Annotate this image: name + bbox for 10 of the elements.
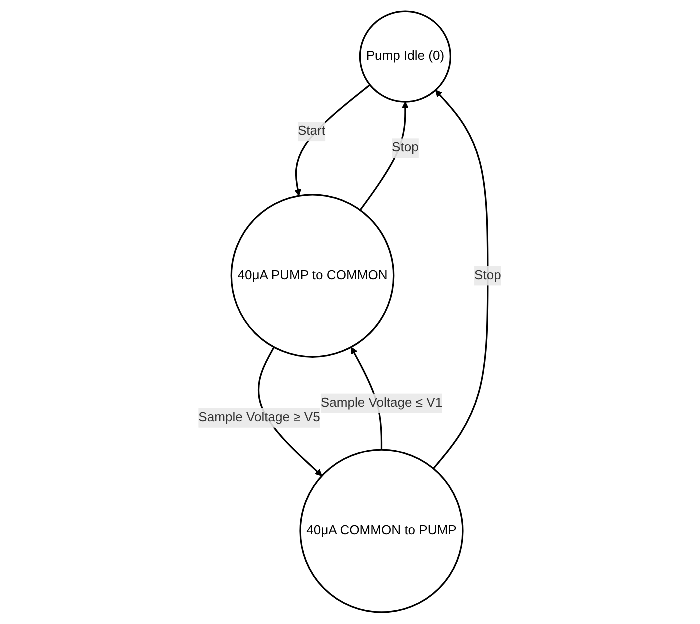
node-circle: Pump Idle (0) (359, 10, 452, 103)
edge-label: Stop (474, 268, 502, 283)
edge-label: Stop (392, 141, 419, 155)
edge-label: Sample Voltage ≤ V1 (320, 396, 443, 410)
edge-label: Start (298, 124, 326, 138)
node-circle: 40μA COMMON to PUMP (300, 449, 464, 614)
arrow (294, 84, 371, 196)
edge-label: Sample Voltage ≥ V5 (198, 410, 320, 425)
arrow (433, 90, 489, 470)
node-circle: 40μA PUMP to COMMON (230, 194, 395, 358)
